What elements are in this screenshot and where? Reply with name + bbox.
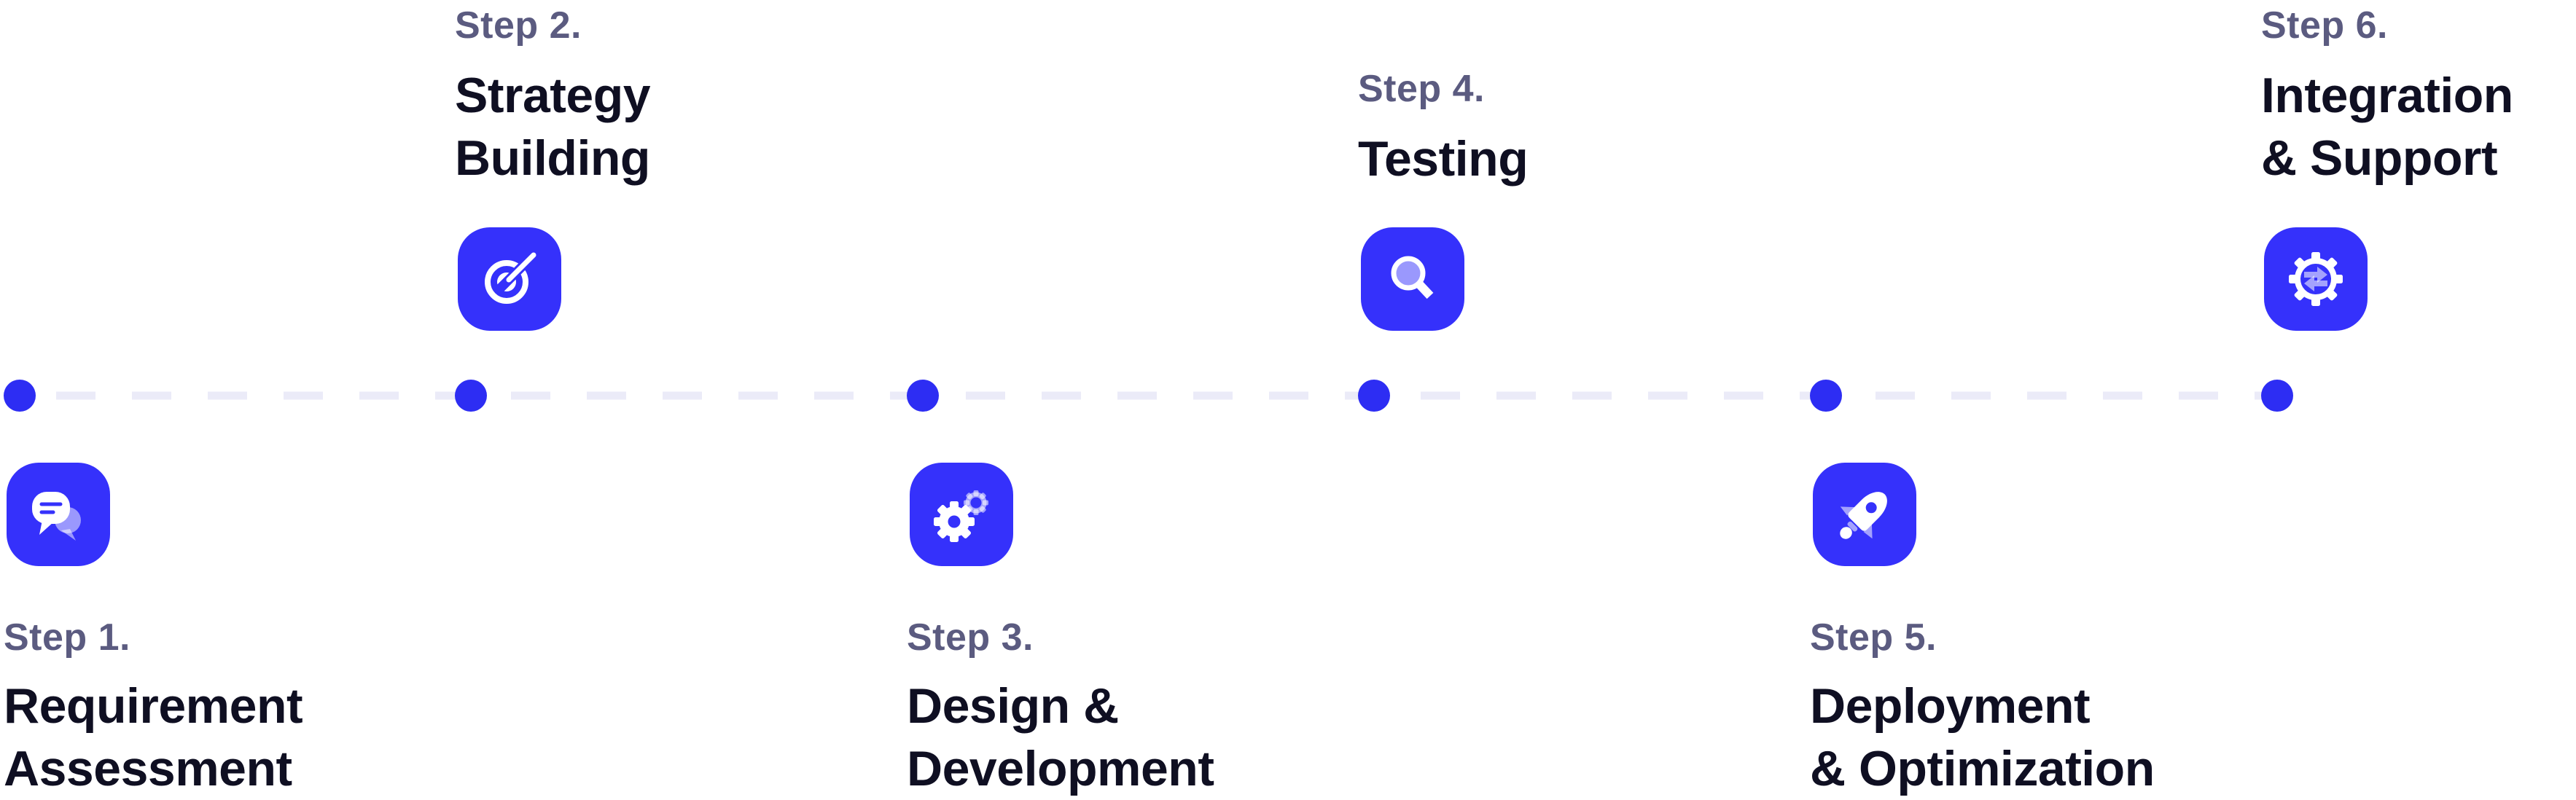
step-title: Integration & Support — [2261, 64, 2513, 189]
step-title-line: Integration — [2261, 68, 2513, 123]
step-5-icon-tile — [1813, 463, 1916, 566]
step-5: Step 5. Deployment & Optimization — [1810, 0, 2262, 796]
step-title-line: Testing — [1358, 131, 1529, 187]
step-label: Step 2. — [455, 4, 582, 47]
step-6: Step 6. Integration & Support — [2261, 0, 2576, 789]
step-title-line: Deployment — [1810, 678, 2091, 734]
timeline-dot — [4, 380, 36, 412]
rocket-icon — [1840, 492, 1887, 539]
step-label: Step 1. — [4, 616, 130, 659]
step-label: Step 3. — [907, 616, 1034, 659]
swap-arrows — [2304, 267, 2327, 291]
step-title: Design & Development — [907, 675, 1214, 800]
step-6-icon-tile — [2264, 227, 2368, 331]
magnifier-icon — [1391, 256, 1434, 299]
step-1: Step 1. Requirement Assessment — [4, 0, 456, 796]
step-4-icon-tile — [1361, 227, 1464, 331]
gears-icon — [934, 490, 988, 542]
step-title-line: Design & — [907, 678, 1119, 734]
step-title: Testing — [1358, 128, 1529, 190]
step-3: Step 3. Design & Development — [907, 0, 1359, 796]
timeline-dot — [1810, 380, 1842, 412]
timeline-dot — [907, 380, 939, 412]
big-gear — [934, 501, 975, 542]
step-title-line: Building — [455, 130, 650, 186]
step-label: Step 4. — [1358, 68, 1485, 110]
timeline-dot — [2261, 380, 2293, 412]
step-1-icon-tile — [7, 463, 110, 566]
step-3-icon-tile — [910, 463, 1013, 566]
target-dart-icon — [485, 251, 538, 304]
step-title-line: Strategy — [455, 68, 651, 123]
step-label: Step 5. — [1810, 616, 1937, 659]
step-title-line: Assessment — [4, 741, 292, 796]
step-title: Strategy Building — [455, 64, 651, 189]
timeline-dot — [455, 380, 487, 412]
timeline-dot — [1358, 380, 1390, 412]
step-2-icon-tile — [458, 227, 561, 331]
step-title-line: Development — [907, 741, 1214, 796]
step-label: Step 6. — [2261, 4, 2388, 47]
step-4: Step 4. Testing — [1358, 0, 1810, 789]
step-title-line: & Optimization — [1810, 741, 2155, 796]
sync-gear-icon — [2289, 252, 2343, 306]
step-title: Requirement Assessment — [4, 675, 303, 800]
chat-bubbles-icon — [32, 492, 81, 541]
step-title: Deployment & Optimization — [1810, 675, 2155, 800]
step-2: Step 2. Strategy Building — [455, 0, 907, 789]
step-title-line: & Support — [2261, 130, 2498, 186]
small-gear — [964, 490, 988, 515]
step-title-line: Requirement — [4, 678, 303, 734]
